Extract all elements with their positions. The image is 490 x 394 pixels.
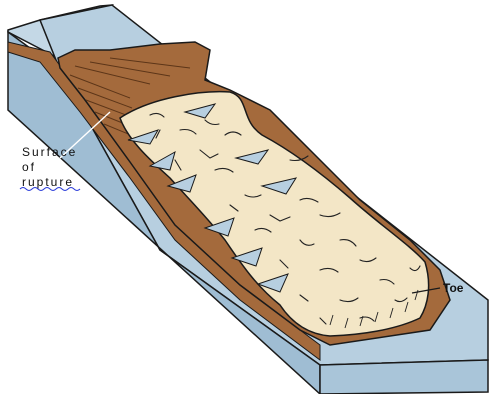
rupture-label-line1: Surface — [22, 145, 77, 159]
slope-front-face — [320, 360, 488, 394]
rupture-label-line3: rupture — [22, 175, 74, 189]
toe-label: Toe — [443, 281, 464, 295]
rupture-label-line2: of — [22, 160, 36, 174]
